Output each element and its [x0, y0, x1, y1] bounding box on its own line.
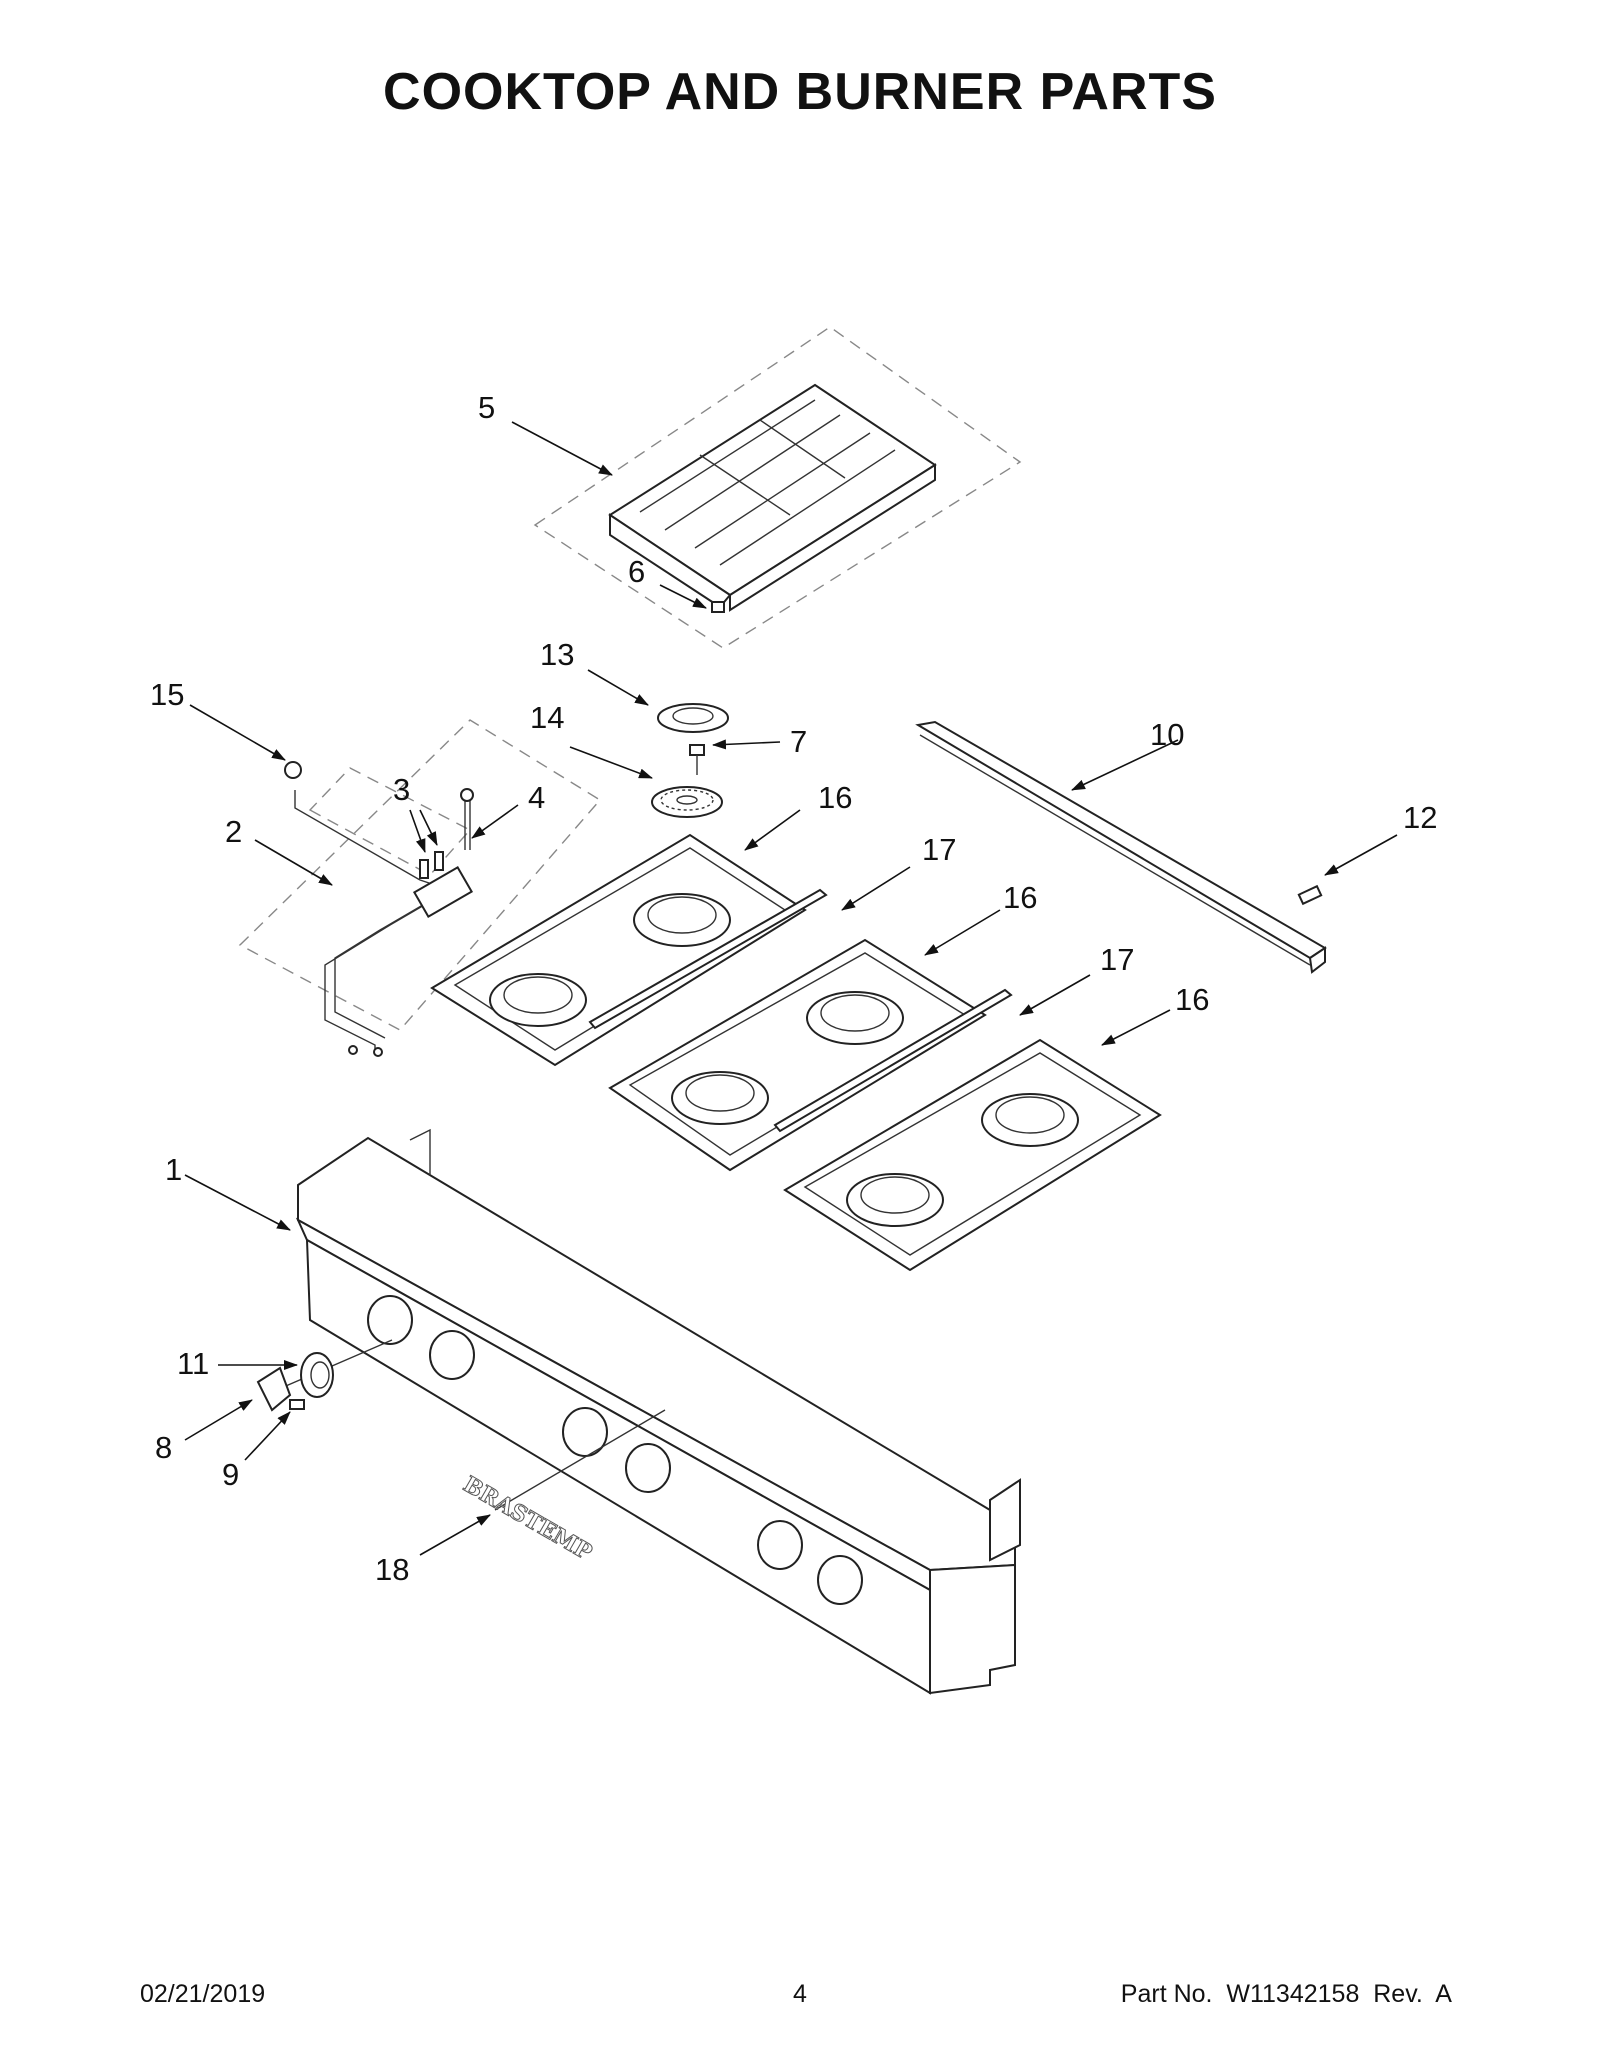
callout-17-b: 17 [1100, 942, 1134, 977]
tray-seal-1 [588, 888, 828, 1030]
trim-strip [915, 720, 1327, 974]
leader-lines [184, 421, 1398, 1556]
callout-14: 14 [530, 700, 564, 735]
callout-16-c: 16 [1175, 982, 1209, 1017]
callout-labels: 1 2 3 4 5 6 7 8 9 10 11 12 13 14 15 16 1… [150, 390, 1437, 1587]
callout-10: 10 [1150, 717, 1184, 752]
callout-6: 6 [628, 554, 645, 589]
callout-16-b: 16 [1003, 880, 1037, 915]
brand-logo-text: BRASTEMP [459, 1471, 597, 1565]
callout-13: 13 [540, 637, 574, 672]
callout-5: 5 [478, 390, 495, 425]
callout-2: 2 [225, 814, 242, 849]
callout-4: 4 [528, 780, 545, 815]
callout-7: 7 [790, 724, 807, 759]
callout-15: 15 [150, 677, 184, 712]
callout-3: 3 [393, 772, 410, 807]
callout-9: 9 [222, 1457, 239, 1492]
footer-page-number: 4 [793, 1980, 807, 2008]
burner-grate [533, 326, 1022, 649]
control-panel [264, 1128, 1021, 1695]
callout-1: 1 [165, 1152, 182, 1187]
brand-logo: BRASTEMP [458, 1471, 597, 1566]
callout-16-a: 16 [818, 780, 852, 815]
control-knob [256, 1352, 334, 1412]
burner-cap-and-head [651, 703, 729, 818]
tray-seal-2 [773, 988, 1013, 1133]
page-title: COOKTOP AND BURNER PARTS [383, 63, 1217, 121]
callout-11: 11 [177, 1346, 209, 1381]
callout-8: 8 [155, 1430, 172, 1465]
burner-tray-1 [430, 833, 807, 1067]
burner-tray-3 [783, 1038, 1162, 1272]
burner-tray-2 [608, 938, 987, 1172]
gas-valve-tubing [238, 719, 602, 1057]
footer-date: 02/21/2019 [140, 1980, 266, 2008]
callout-17-a: 17 [922, 832, 956, 867]
callout-18: 18 [375, 1552, 409, 1587]
callout-12: 12 [1403, 800, 1437, 835]
footer-part-number: Part No. W11342158 Rev. A [1120, 1980, 1452, 2008]
